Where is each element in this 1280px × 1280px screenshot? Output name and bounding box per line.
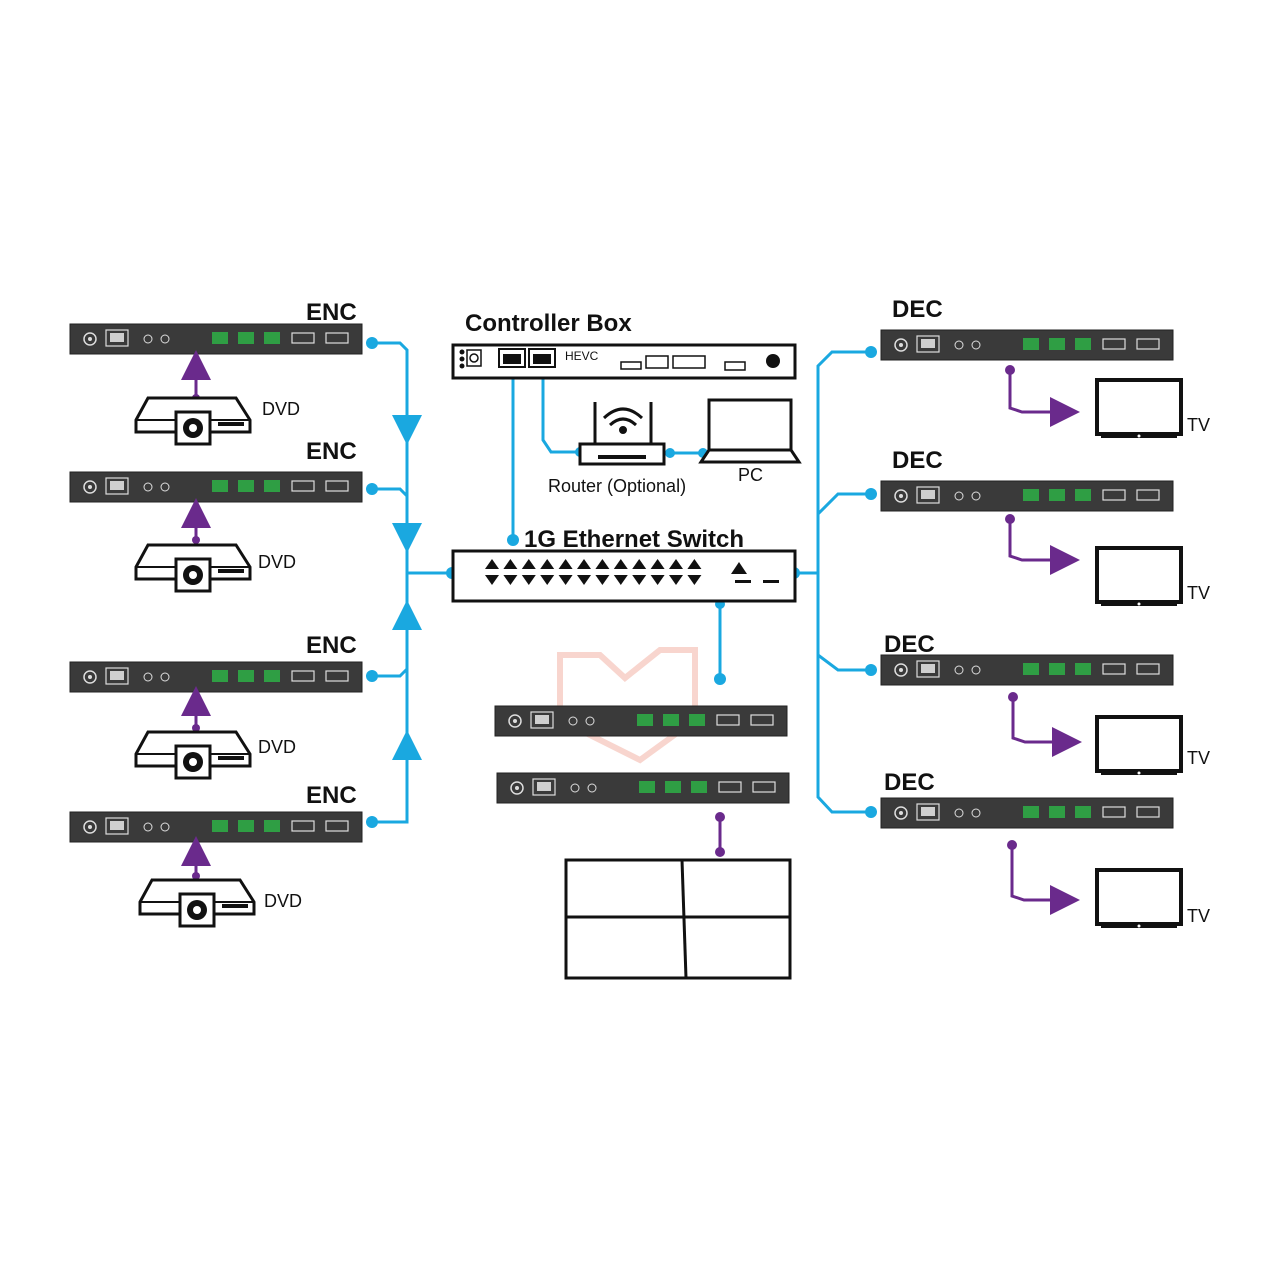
encoder-4: ENC [69,782,363,843]
switch-port-up [558,559,573,569]
tv-icon [1095,546,1183,608]
switch-port-up [632,559,647,569]
video-wall-decoder-1 [494,705,788,737]
dec-label: DEC [892,296,943,323]
logo-watermark [557,647,698,764]
hevc-label: HEVC [565,349,599,363]
dvd-source-1: DVD [134,350,300,446]
tv-icon [1095,378,1183,440]
switch-port-down [613,575,628,585]
video-wall-decoder-2 [496,772,790,804]
laptop-icon: PC [698,398,802,485]
tv-label: TV [1187,583,1210,603]
switch-port-up [521,559,536,569]
tv-label: TV [1187,415,1210,435]
decoder-1: DEC [880,296,1174,361]
dvd-source-3: DVD [134,686,296,780]
encoder-2: ENC [69,438,363,503]
tv-output-2: TV [1005,514,1210,608]
dvd-label: DVD [262,399,300,419]
switch-port-down [595,575,610,585]
switch-port-down [485,575,499,585]
encoder-3: ENC [69,632,363,693]
enc-label: ENC [306,438,357,465]
dvd-source-2: DVD [134,498,296,593]
enc-label: ENC [306,782,357,809]
controller-box: Controller Box HEVC [451,310,797,380]
switch-port-up [613,559,628,569]
switch-port-up [503,559,518,569]
tv-output-1: TV [1005,365,1210,440]
dec-label: DEC [892,447,943,474]
dec-label: DEC [884,631,935,658]
tv-icon [1095,868,1183,930]
switch-port-down [669,575,683,585]
tv-icon [1095,715,1183,777]
dvd-player-icon [138,878,256,928]
switch-port-up [669,559,683,569]
video-wall-icon [564,858,792,980]
dvd-player-icon [134,543,252,593]
dec-label: DEC [884,769,935,796]
dvd-label: DVD [264,891,302,911]
router: Router (Optional) [548,402,686,496]
dvd-source-4: DVD [138,836,302,928]
switch-port-up [687,559,702,569]
dvd-player-icon [134,396,252,446]
switch-port-up [540,559,555,569]
switch-port-down [650,575,665,585]
switch-port-up [650,559,665,569]
router-label: Router (Optional) [548,476,686,496]
switch-port-up [595,559,610,569]
tv-label: TV [1187,906,1210,926]
encoder-1: ENC [69,299,363,355]
dvd-player-icon [134,730,252,780]
switch-port-down [687,575,702,585]
switch-port-down [503,575,518,585]
switch-ports [485,559,702,585]
switch-label: 1G Ethernet Switch [524,526,744,553]
tv-output-3: TV [1008,692,1210,777]
ethernet-switch: 1G Ethernet Switch [451,526,797,603]
dvd-label: DVD [258,737,296,757]
dvd-label: DVD [258,552,296,572]
switch-port-down [521,575,536,585]
pc-label: PC [738,465,763,485]
switch-port-up [485,559,499,569]
decoder-2: DEC [880,447,1174,512]
enc-label: ENC [306,299,357,326]
switch-port-down [558,575,573,585]
enc-label: ENC [306,632,357,659]
tv-label: TV [1187,748,1210,768]
tv-output-4: TV [1007,840,1210,930]
decoder-3: DEC [880,631,1174,686]
decoder-4: DEC [880,769,1174,829]
wifi-icon [602,407,644,434]
switch-port-up [577,559,591,569]
switch-port-down [632,575,647,585]
switch-port-down [540,575,555,585]
controller-box-label: Controller Box [465,310,632,337]
switch-port-down [577,575,591,585]
